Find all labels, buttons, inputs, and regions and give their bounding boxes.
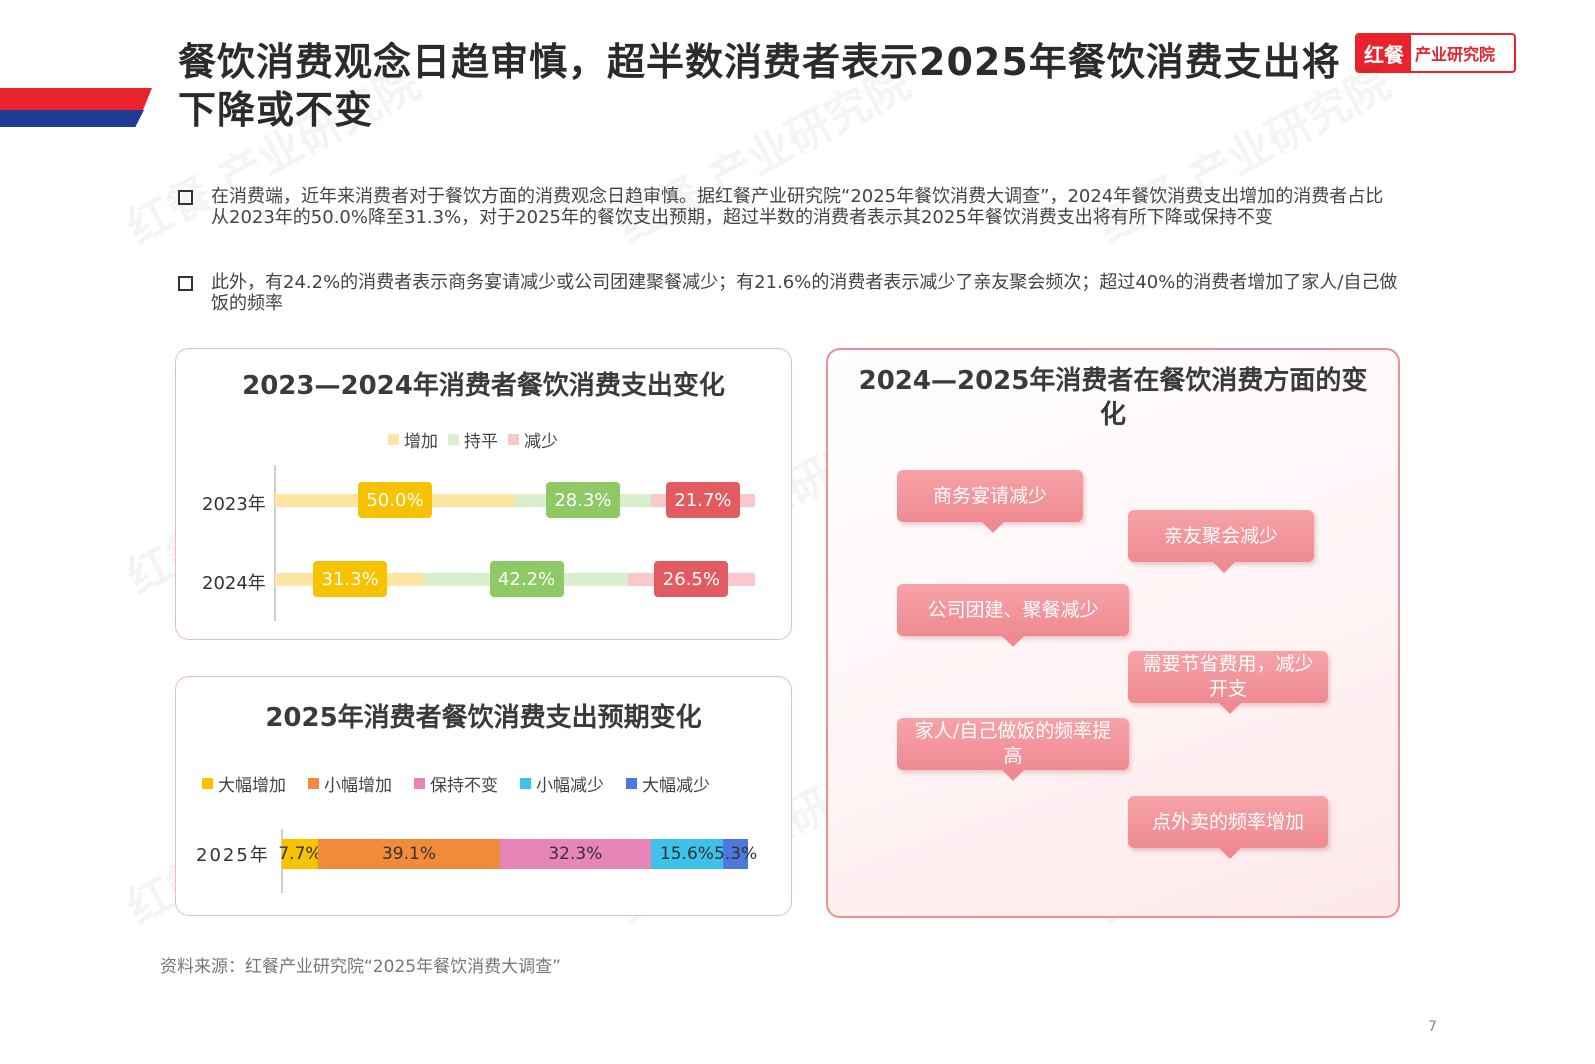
chart-title: 2025年消费者餐饮消费支出预期变化 xyxy=(265,703,702,733)
legend-item: 保持不变 xyxy=(414,771,498,796)
chart-legend: 大幅增加 小幅增加 保持不变 小幅减少 大幅减少 xyxy=(202,771,720,796)
callout-cooking-more: 家人/自己做饭的频率提高 xyxy=(897,718,1129,781)
logo-main-text: 红餐 xyxy=(1357,35,1411,71)
legend-swatch xyxy=(308,778,319,789)
legend-swatch xyxy=(202,778,213,789)
changes-panel: 2024—2025年消费者在餐饮消费方面的变化 商务宴请减少 亲友聚会减少 公司… xyxy=(826,348,1400,918)
data-label: 42.2% xyxy=(489,561,564,597)
bullet-point: 在消费端，近年来消费者对于餐饮方面的消费观念日趋审慎。据红餐产业研究院“2025… xyxy=(178,186,1398,228)
callout-business-banquet: 商务宴请减少 xyxy=(897,470,1083,533)
changes-panel-title: 2024—2025年消费者在餐饮消费方面的变化 xyxy=(858,366,1368,430)
callout-save-money: 需要节省费用，减少开支 xyxy=(1128,651,1328,714)
brand-logo: 红餐 产业研究院 xyxy=(1355,33,1516,73)
y-axis-line xyxy=(281,829,283,893)
legend-label: 大幅减少 xyxy=(642,776,710,796)
legend-swatch xyxy=(414,778,425,789)
legend-label: 小幅减少 xyxy=(536,776,604,796)
legend-label: 小幅增加 xyxy=(324,776,392,796)
category-label: 2023年 xyxy=(202,494,266,515)
page-title: 餐饮消费观念日趋审慎，超半数消费者表示2025年餐饮消费支出将下降或不变 xyxy=(178,40,1341,132)
legend-swatch xyxy=(520,778,531,789)
page-number: 7 xyxy=(1428,1019,1437,1035)
legend-label: 增加 xyxy=(404,432,438,452)
legend-label: 保持不变 xyxy=(430,776,498,796)
callout-company-events: 公司团建、聚餐减少 xyxy=(897,584,1129,647)
data-label: 7.7% xyxy=(278,844,322,864)
data-label: 5.3% xyxy=(714,844,758,864)
bullet-text: 在消费端，近年来消费者对于餐饮方面的消费观念日趋审慎。据红餐产业研究院“2025… xyxy=(211,186,1384,228)
category-label: 2025年 xyxy=(196,845,270,866)
data-label: 50.0% xyxy=(358,482,432,518)
chart-title: 2023—2024年消费者餐饮消费支出变化 xyxy=(242,371,725,401)
data-source: 资料来源：红餐产业研究院“2025年餐饮消费大调查” xyxy=(160,957,561,977)
legend-swatch xyxy=(388,434,399,445)
chart-panel-expectation: 2025年消费者餐饮消费支出预期变化 大幅增加 小幅增加 保持不变 小幅减少 大… xyxy=(175,676,792,916)
stacked-bar-segment: 15.6% xyxy=(650,839,724,869)
legend-item: 持平 xyxy=(448,427,498,452)
legend-label: 减少 xyxy=(524,432,558,452)
legend-item: 大幅减少 xyxy=(626,771,710,796)
bullet-text: 此外，有24.2%的消费者表示商务宴请减少或公司团建聚餐减少；有21.6%的消费… xyxy=(211,272,1398,314)
data-label: 31.3% xyxy=(313,561,388,597)
data-label: 21.7% xyxy=(665,482,740,518)
bullet-square-icon xyxy=(178,190,193,205)
y-axis-line xyxy=(274,465,276,621)
stacked-bar-segment: 5.3% xyxy=(714,839,757,869)
data-label: 15.6% xyxy=(659,844,714,864)
stacked-bar-segment: 7.7% xyxy=(278,839,322,869)
legend-item: 小幅增加 xyxy=(308,771,392,796)
legend-swatch xyxy=(508,434,519,445)
legend-label: 持平 xyxy=(464,432,498,452)
chart-legend: 增加 持平 减少 xyxy=(388,427,568,452)
callout-friends-gathering: 亲友聚会减少 xyxy=(1128,510,1314,573)
bullet-square-icon xyxy=(178,276,193,291)
category-label: 2024年 xyxy=(202,573,266,594)
logo-sub-text: 产业研究院 xyxy=(1415,45,1496,64)
data-label: 32.3% xyxy=(548,844,603,864)
stacked-bar-segment: 39.1% xyxy=(317,839,501,869)
legend-swatch xyxy=(448,434,459,445)
chart-panel-spending-change: 2023—2024年消费者餐饮消费支出变化 增加 持平 减少 2023年 202… xyxy=(175,348,792,640)
data-label: 39.1% xyxy=(381,844,436,864)
bullet-point: 此外，有24.2%的消费者表示商务宴请减少或公司团建聚餐减少；有21.6%的消费… xyxy=(178,272,1398,314)
callout-takeout-more: 点外卖的频率增加 xyxy=(1128,796,1328,859)
header-accent-blue xyxy=(0,110,144,127)
legend-swatch xyxy=(626,778,637,789)
data-label: 28.3% xyxy=(545,482,620,518)
stacked-bar-segment: 32.3% xyxy=(500,839,651,869)
legend-label: 大幅增加 xyxy=(218,776,286,796)
legend-item: 小幅减少 xyxy=(520,771,604,796)
legend-item: 减少 xyxy=(508,427,558,452)
data-label: 26.5% xyxy=(654,561,729,597)
header-accent-red xyxy=(0,88,152,114)
legend-item: 大幅增加 xyxy=(202,771,286,796)
legend-item: 增加 xyxy=(388,427,438,452)
